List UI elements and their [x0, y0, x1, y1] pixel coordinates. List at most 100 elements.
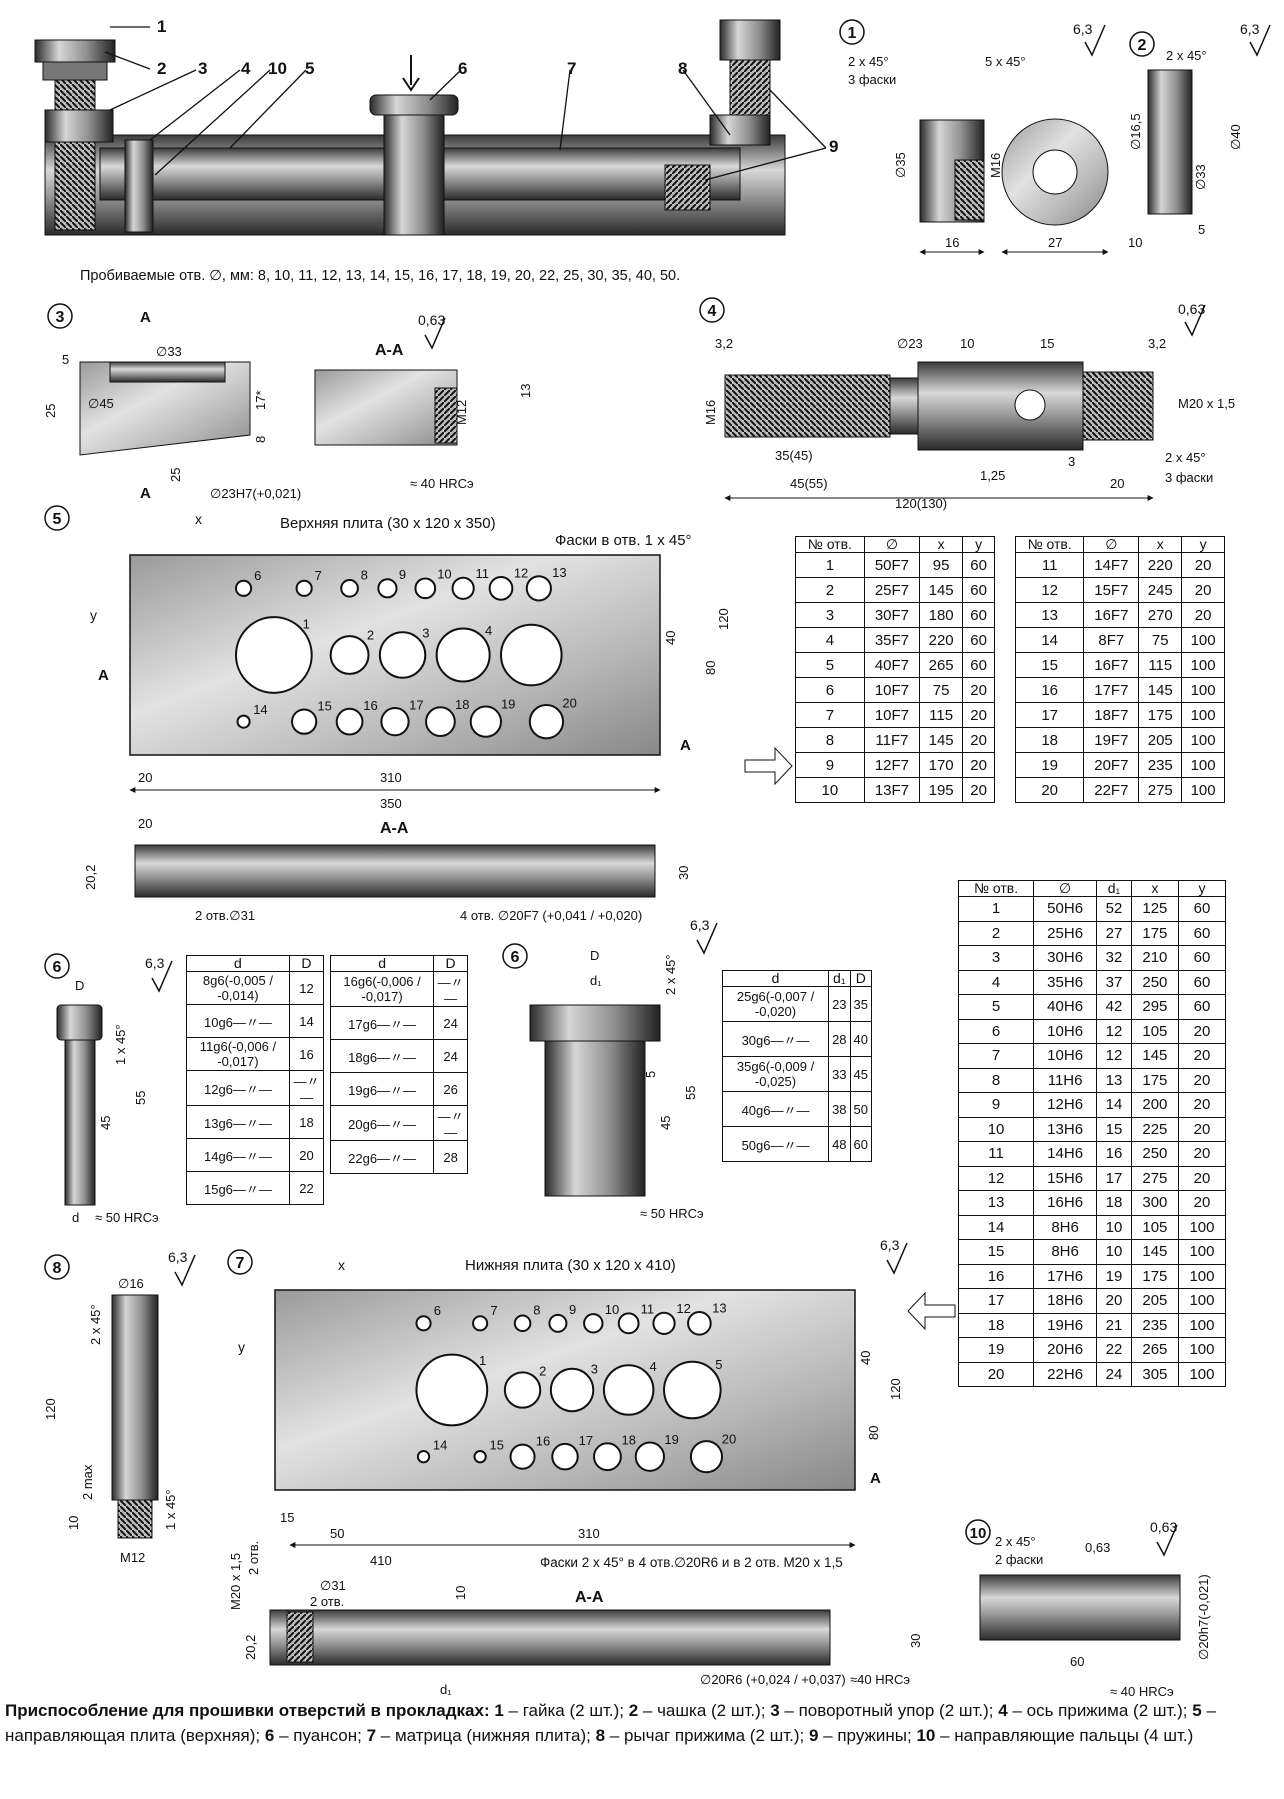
table-cell: 60	[962, 577, 995, 603]
table-cell: 5	[957, 994, 1035, 1020]
table-cell: 20	[1181, 552, 1225, 578]
punch-shank	[64, 1039, 96, 1206]
table-cell: 11g6(-0,006 / -0,017)	[186, 1037, 290, 1071]
part-2-num: 2	[1138, 37, 1147, 54]
table-cell: 15	[957, 1239, 1035, 1265]
dim-text: 16	[945, 235, 959, 250]
dim-text: 25	[43, 404, 58, 418]
part-6-num: 6	[511, 949, 520, 966]
table-row: 19g6—〃—26	[329, 1072, 468, 1106]
roughness-icon	[1249, 24, 1271, 57]
rotary-stop	[44, 109, 114, 143]
dim-text: 45	[98, 1116, 113, 1130]
table-cell: 15g6—〃—	[186, 1171, 290, 1205]
col-header: d₁	[1096, 880, 1132, 897]
hole-number: 12	[676, 1301, 690, 1316]
caption-item-number: 3	[770, 1701, 780, 1720]
col-header: y	[1177, 880, 1227, 897]
plate-hole	[551, 1442, 579, 1471]
part-4-clamp-axis: 4 ∅23 10 15 M16 M20 x 1,5 35(45) 45(55) …	[699, 297, 1235, 511]
cross-hole	[1014, 389, 1046, 421]
part-10-num: 10	[970, 1525, 987, 1542]
dim-text: M12	[120, 1550, 145, 1565]
plate-hole	[488, 575, 514, 601]
dim-text: 2 отв.	[310, 1594, 344, 1609]
dim-text: 30	[908, 1634, 923, 1648]
table-cell: 275	[1138, 777, 1183, 803]
table-cell: 25g6(-0,007 / -0,020)	[721, 986, 830, 1022]
table-cell: 23	[828, 986, 851, 1022]
caption-item-text: – гайка (2 шт.);	[503, 1701, 629, 1720]
table-cell: 16g6(-0,006 / -0,017)	[329, 971, 435, 1007]
dim-text: 5	[1198, 222, 1205, 237]
table-cell: 295	[1130, 994, 1179, 1020]
plate-hole	[425, 706, 456, 738]
table-cell: 11F7	[863, 727, 921, 753]
table-cell: 100	[1181, 677, 1225, 703]
table-cell: 10	[1096, 1239, 1132, 1265]
hole-number: 7	[490, 1303, 497, 1318]
dim-text: ∅20h7(-0,021)	[1196, 1574, 1211, 1660]
neck	[889, 377, 921, 435]
part-3-roughness: 0,63	[418, 312, 445, 328]
roughness-icon	[696, 922, 718, 955]
table-cell: 35H6	[1033, 969, 1098, 995]
part-1-num: 1	[848, 25, 857, 42]
table-cell: 12	[1096, 1018, 1132, 1044]
table-cell: 305	[1130, 1361, 1179, 1387]
dim-text: 8	[253, 436, 268, 443]
col-header: x	[1138, 536, 1183, 553]
table-cell: 20	[1177, 1165, 1227, 1191]
pin-body	[979, 1574, 1181, 1641]
table-cell: 8F7	[1083, 627, 1140, 653]
dim-text: 3,2	[715, 336, 733, 351]
plate-hole	[513, 1314, 532, 1333]
callout-8: 8	[678, 59, 687, 78]
hole-number: 9	[399, 567, 406, 582]
plate-hole	[602, 1364, 655, 1416]
dim-text: 40	[858, 1351, 873, 1365]
dim-text: 80	[703, 661, 718, 675]
table-cell: 60	[962, 602, 995, 628]
dim-text: 3 фаски	[1165, 470, 1213, 485]
axis-x-label: x	[338, 1257, 345, 1273]
plate-hole	[548, 1313, 568, 1333]
dim-text: M16	[988, 153, 1003, 178]
callout-7: 7	[567, 59, 576, 78]
table-cell: 21	[1096, 1312, 1132, 1338]
table-cell: 19F7	[1083, 727, 1140, 753]
hole-number: 8	[361, 567, 368, 582]
caption-item-number: 2	[628, 1701, 639, 1720]
plate-hole	[593, 1442, 622, 1472]
table-cell: 19g6—〃—	[329, 1072, 435, 1106]
part-7-num: 7	[236, 1255, 245, 1272]
hardness: ≈ 50 HRCэ	[640, 1206, 704, 1221]
table-cell: 1	[957, 896, 1035, 922]
table-cell: 145	[919, 727, 964, 753]
section-mark: A	[140, 485, 151, 502]
hole-number: 12	[514, 566, 528, 581]
caption-item-number: 6	[264, 1726, 275, 1745]
hardness: ≈40 HRCэ	[850, 1672, 910, 1687]
table-cell: 52	[1096, 896, 1132, 922]
col-header: ∅	[1033, 880, 1098, 897]
hole-number: 3	[422, 625, 429, 640]
plate-hole	[528, 704, 565, 740]
table-cell: 145	[1138, 677, 1183, 703]
hole-number: 14	[253, 702, 267, 717]
table-cell: 14	[957, 1214, 1035, 1240]
table-cell: 175	[1138, 702, 1183, 728]
dim-text: 4 отв. ∅20F7 (+0,041 / +0,020)	[460, 908, 642, 923]
table-cell: 265	[1130, 1337, 1179, 1363]
